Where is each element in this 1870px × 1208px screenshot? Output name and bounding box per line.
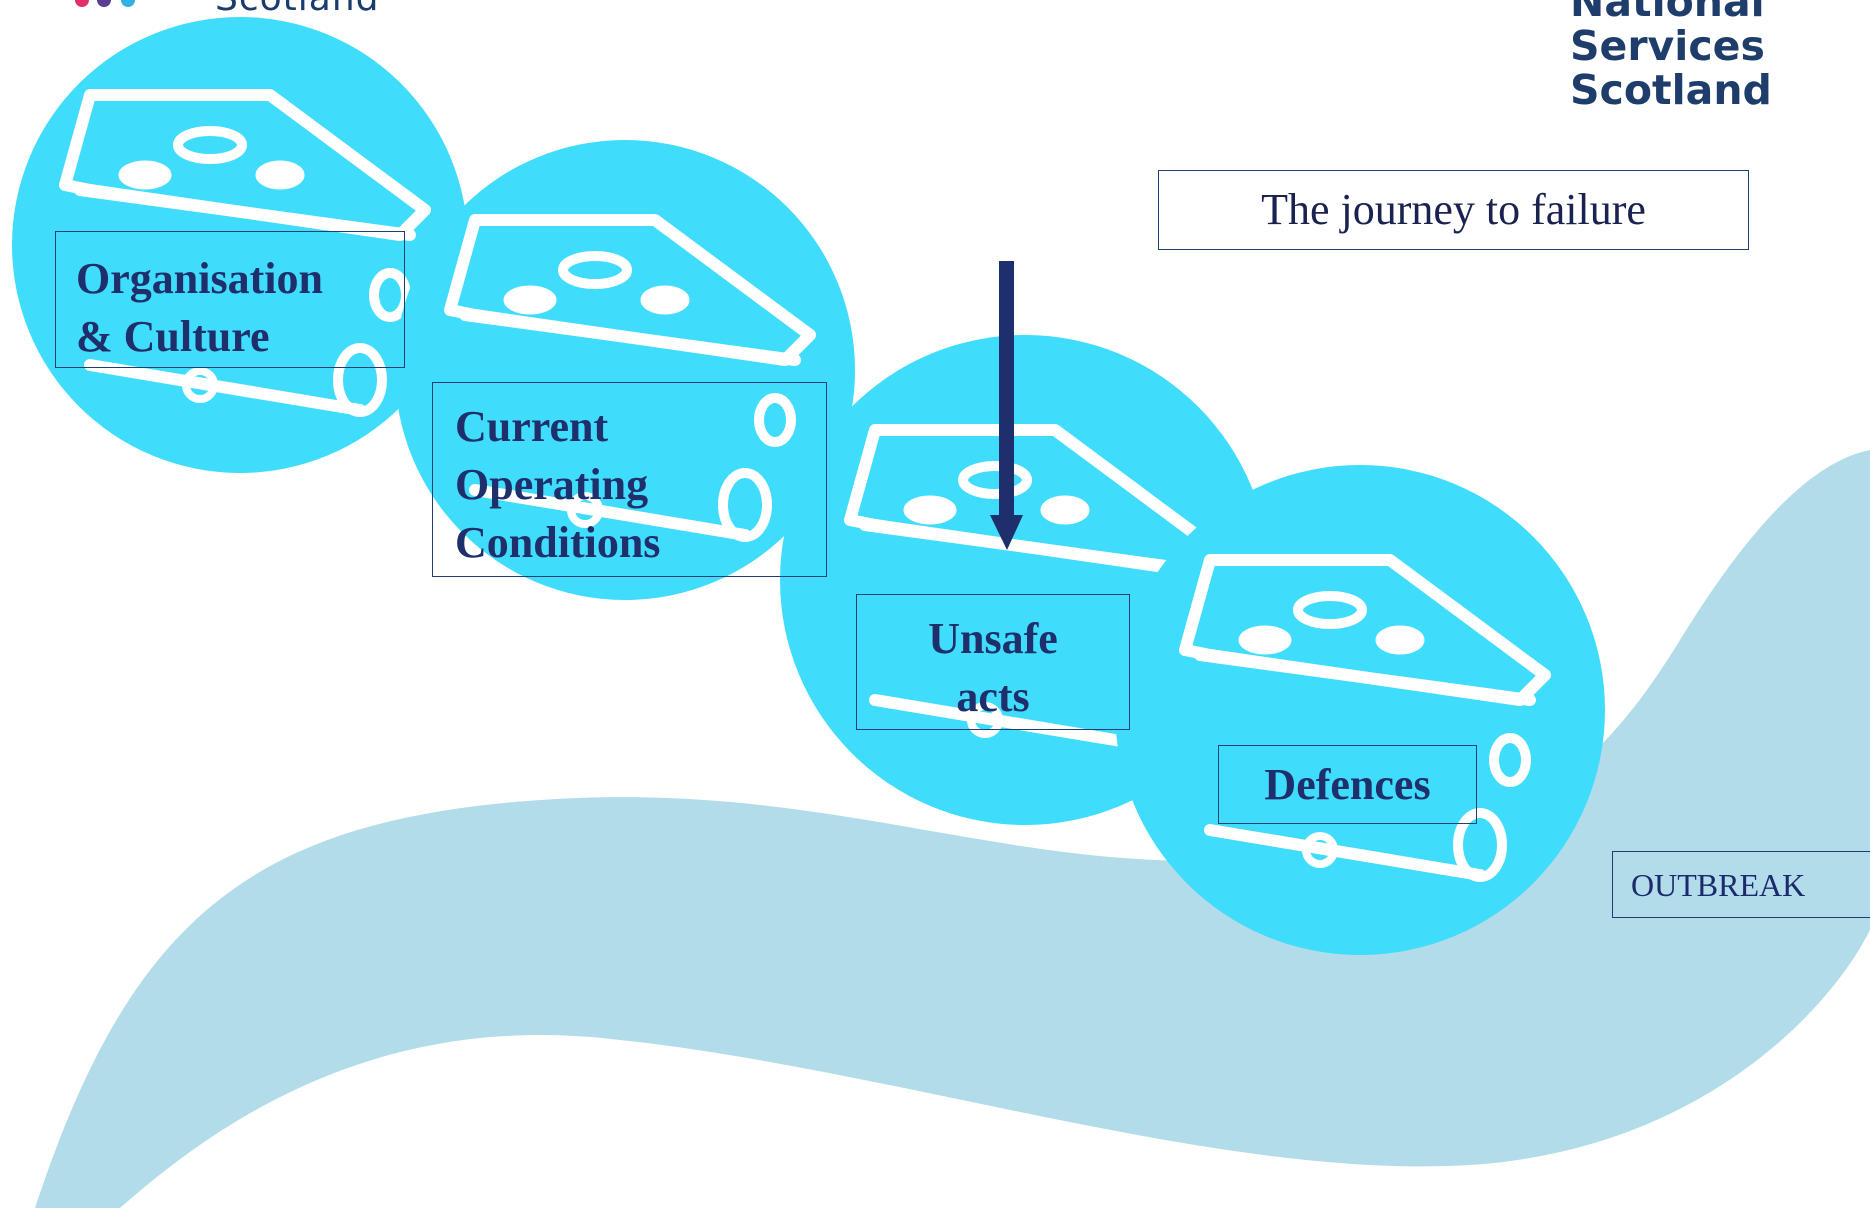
label-line: & Culture [76, 308, 404, 366]
label-unsafe-acts: Unsafe acts [856, 594, 1130, 730]
cheese-hole [904, 496, 956, 524]
label-line: Operating [455, 456, 826, 514]
logo-line: Scotland [1570, 68, 1840, 112]
cheese-hole [1041, 496, 1089, 524]
label-line: Defences [1219, 756, 1476, 814]
outbreak-label: OUTBREAK [1612, 851, 1870, 918]
label-defences: Defences [1218, 745, 1477, 824]
label-line: Organisation [76, 250, 404, 308]
cheese-circle [1115, 465, 1605, 955]
label-line: Current [455, 398, 826, 456]
logo-left-text: Scotland [215, 0, 380, 19]
logo-line: National [1570, 0, 1840, 24]
nss-logo: National Services Scotland [1570, 0, 1840, 112]
logo-line: Services [1570, 24, 1840, 68]
cheese-hole [1376, 626, 1424, 654]
cheese-hole [119, 161, 171, 189]
label-line: Unsafe [857, 610, 1129, 668]
label-organisation-culture: Organisation & Culture [55, 231, 405, 368]
cheese-hole [256, 161, 304, 189]
logo-dots-icon [70, 0, 160, 12]
diagram-title: The journey to failure [1158, 170, 1749, 250]
label-line: Conditions [455, 514, 826, 572]
label-current-operating-conditions: Current Operating Conditions [432, 382, 827, 577]
cheese-hole [1239, 626, 1291, 654]
cheese-hole [504, 286, 556, 314]
cheese-hole [641, 286, 689, 314]
cheese-slice-icon [1115, 465, 1605, 955]
label-line: acts [857, 668, 1129, 726]
